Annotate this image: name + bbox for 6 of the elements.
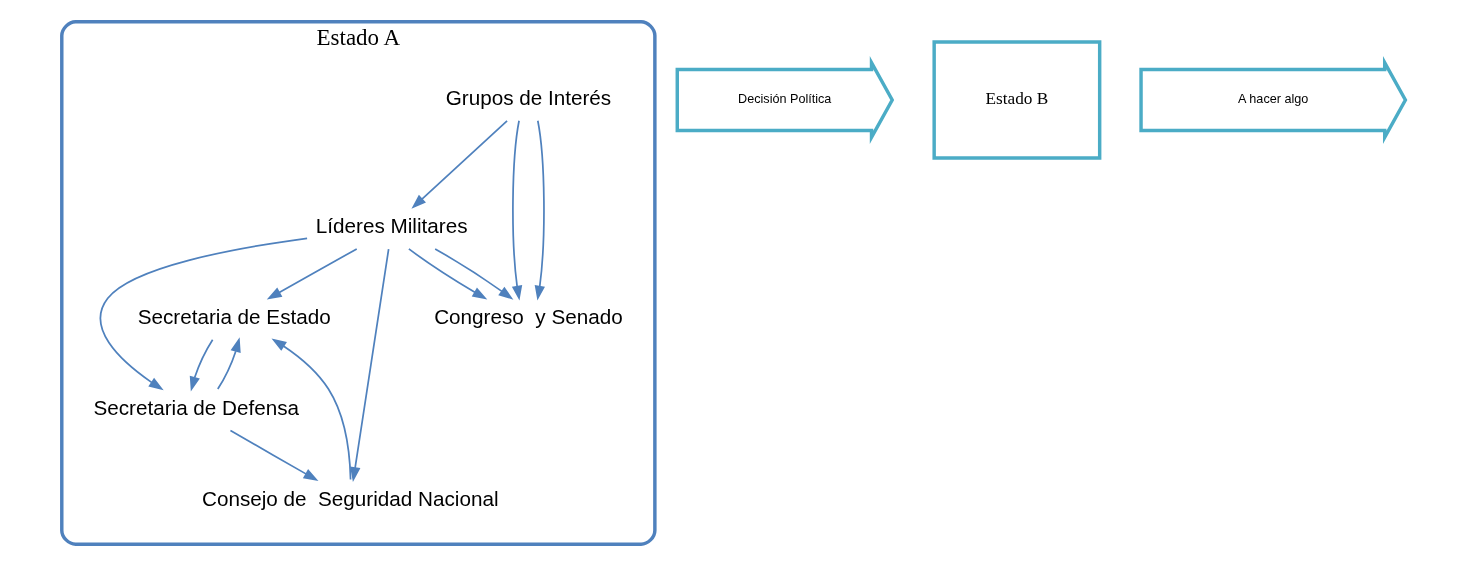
node-text: Congreso y Senado (433, 304, 623, 328)
node-text: Secretaria de Defensa (92, 395, 299, 419)
node-text: Secretaria de Estado (137, 304, 331, 328)
node-text: Líderes Militares (315, 214, 467, 238)
node-text: Consejo de Seguridad Nacional (201, 486, 499, 510)
node-text: Grupos de Interés (445, 86, 611, 110)
